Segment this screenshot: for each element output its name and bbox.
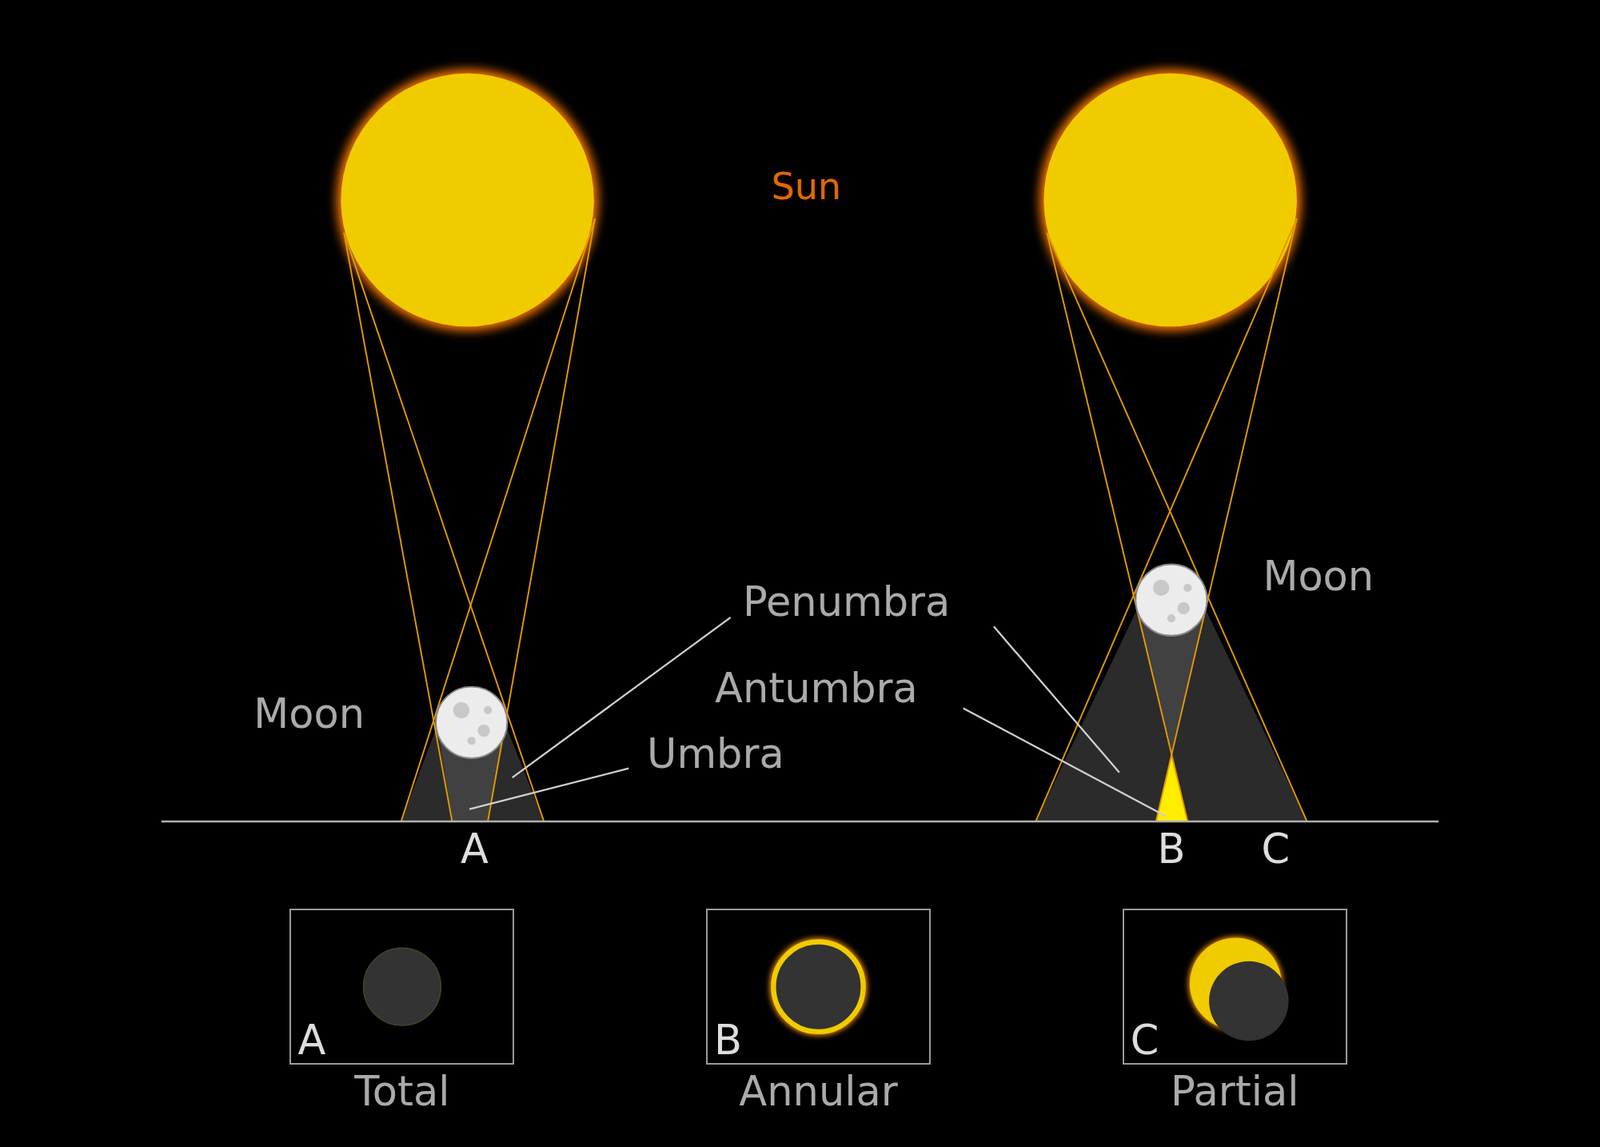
moon — [435, 686, 507, 759]
sun-glow — [1039, 69, 1301, 332]
antumbra-label: Antumbra — [714, 666, 918, 711]
moon-craters — [453, 702, 492, 746]
total-eclipse-figure — [336, 69, 599, 822]
penumbra-region — [1035, 610, 1307, 822]
moon-craters — [1153, 579, 1192, 623]
eclipsed-sun — [363, 947, 441, 1026]
position-letter: A — [460, 826, 489, 872]
moon-label: Moon — [253, 691, 365, 737]
eclipse-type-caption: Annular — [707, 1069, 930, 1114]
penumbra-label: Penumbra — [742, 579, 950, 625]
leader-lines — [469, 617, 1166, 817]
box-letter: C — [1130, 1017, 1160, 1063]
view-box: ATotal — [289, 908, 515, 1065]
ring-of-fire — [773, 941, 863, 1032]
ground-line — [161, 820, 1439, 823]
antumbra-region — [1156, 754, 1189, 822]
ring-glow — [773, 941, 863, 1032]
moon — [1135, 564, 1207, 636]
moon-label: Moon — [1262, 554, 1374, 599]
umbra-label: Umbra — [646, 731, 785, 777]
penumbra-region — [401, 726, 545, 822]
position-letter: C — [1260, 826, 1290, 872]
light-rays — [1035, 218, 1307, 822]
box-letter: B — [714, 1017, 743, 1063]
sun — [340, 73, 594, 327]
sun-label: Sun — [771, 166, 842, 207]
eclipse-type-caption: Partial — [1124, 1069, 1346, 1114]
sun-glow — [336, 69, 599, 332]
umbra-region — [1138, 618, 1205, 755]
moon-disc — [1208, 961, 1289, 1042]
total-view — [363, 947, 441, 1026]
view-box: BAnnular — [706, 908, 931, 1065]
box-letter: A — [297, 1017, 326, 1063]
eclipse-type-caption: Total — [291, 1069, 513, 1114]
position-letter: B — [1157, 826, 1186, 872]
annular-eclipse-figure — [1035, 69, 1307, 822]
view-box: CPartial — [1122, 908, 1348, 1065]
sun — [1043, 73, 1297, 327]
light-rays — [343, 218, 595, 822]
partial-view — [1189, 936, 1289, 1041]
annular-view — [773, 941, 863, 1032]
